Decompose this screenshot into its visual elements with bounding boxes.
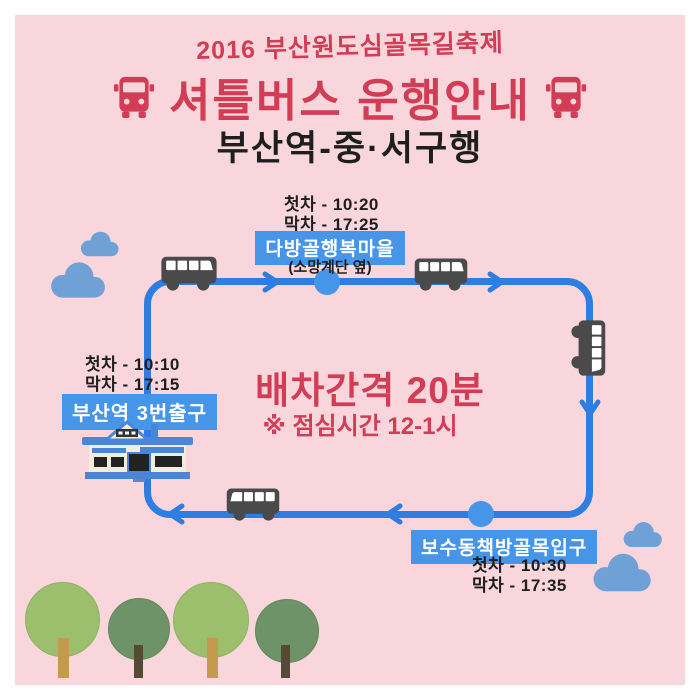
busan-station-building [80, 420, 195, 482]
tree-trunk [58, 638, 69, 678]
tree-trunk-overlap [58, 640, 69, 656]
route-subtitle: 부산역-중·서구행 [216, 129, 484, 168]
poster-panel [15, 15, 685, 685]
arrow-right-icon [484, 270, 508, 294]
stop-left-last-time: 막차 - 17:15 [85, 375, 180, 394]
tree-trunk [207, 638, 218, 678]
tree-trunk [134, 645, 143, 678]
tree-trunk [281, 645, 290, 678]
stop-bottom-first-time: 첫차 - 10:30 [472, 556, 567, 575]
stop-dot-bottom [468, 501, 494, 527]
stop-dot-top [314, 269, 340, 295]
shuttle-bus-icon [413, 254, 469, 292]
bus-front-icon [545, 74, 587, 120]
cloud-icon [76, 231, 122, 257]
stop-left-first-time: 첫차 - 10:10 [85, 355, 180, 374]
stop-top-first-time: 첫차 - 10:20 [284, 195, 379, 214]
shuttle-bus-icon [225, 484, 281, 522]
arrow-left-icon [382, 502, 406, 526]
lunch-notice: ※ 점심시간 12-1시 [262, 413, 458, 440]
interval-notice: 배차간격 20분 [255, 370, 485, 411]
cloud-icon [588, 551, 654, 594]
cloud-icon [46, 258, 108, 302]
tree-trunk-overlap [281, 645, 290, 659]
arrow-right-icon [259, 270, 283, 294]
shuttle-bus-icon [160, 252, 218, 292]
cloud-icon [620, 521, 664, 548]
arrow-left-icon [164, 502, 188, 526]
tree-trunk-overlap [207, 640, 218, 656]
stop-left-label: 부산역 3번출구 [62, 394, 218, 430]
stop-bottom-label: 보수동책방골목입구 [411, 530, 598, 564]
stop-top-last-time: 막차 - 17:25 [284, 215, 379, 234]
bus-front-icon [113, 74, 155, 120]
stop-bottom-last-time: 막차 - 17:35 [472, 576, 567, 595]
tree-icon [255, 599, 319, 663]
shuttle-bus-icon [570, 319, 610, 377]
stop-top-note: (소망계단 옆) [288, 259, 372, 276]
tree-trunk-overlap [134, 645, 143, 659]
stop-top-label: 다방골행복마을 [255, 231, 405, 265]
main-title-row: 셔틀버스 운행안내 [0, 64, 700, 129]
arrow-down-icon [578, 396, 602, 420]
main-title: 셔틀버스 운행안내 [169, 75, 531, 126]
